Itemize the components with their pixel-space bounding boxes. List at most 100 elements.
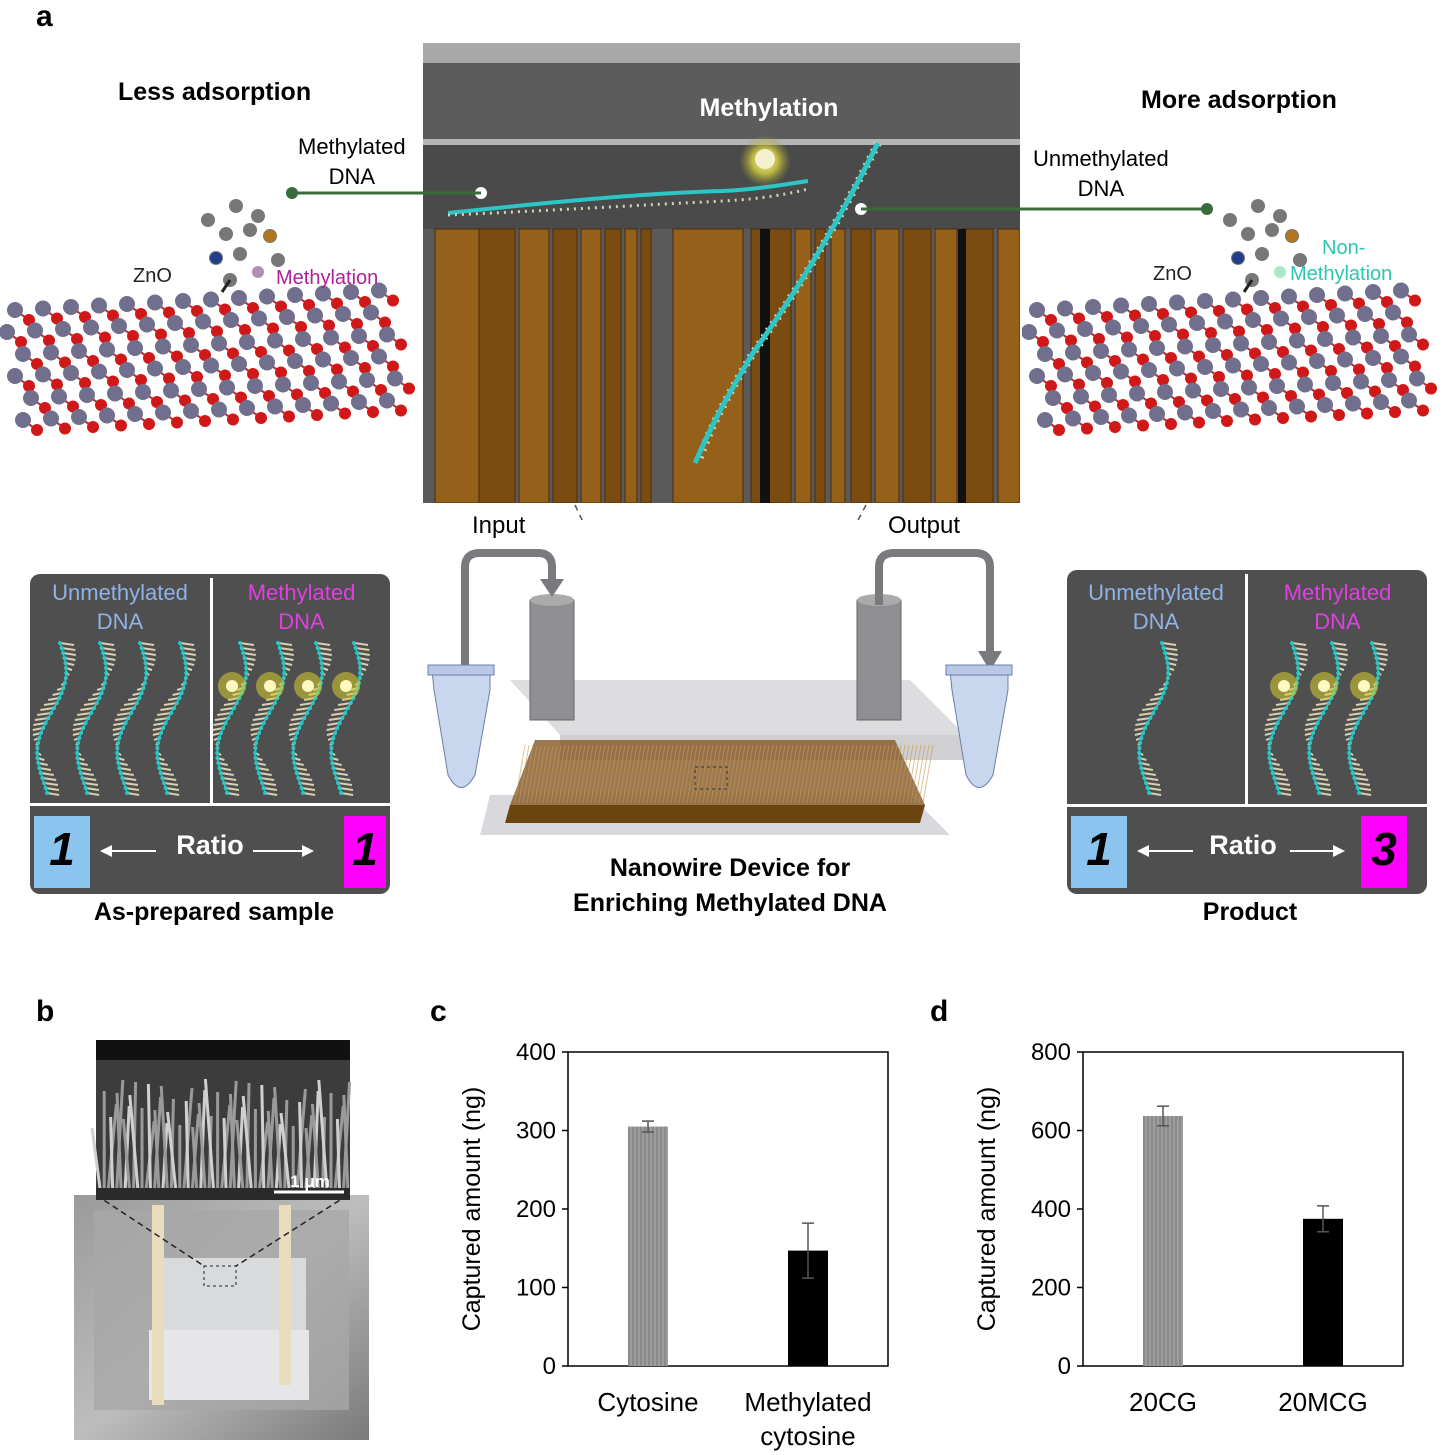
as-prepared-caption: As-prepared sample: [93, 898, 335, 926]
zinc-atom: [1365, 284, 1381, 300]
oxygen-atom: [1369, 385, 1381, 398]
zinc-atom: [315, 351, 331, 368]
zinc-atom: [1269, 378, 1285, 394]
zinc-atom: [267, 398, 283, 415]
zinc-atom: [295, 331, 311, 347]
zinc-atom: [1029, 368, 1045, 384]
zinc-atom: [1197, 359, 1213, 375]
nanowire: [874, 228, 900, 503]
oxygen-atom: [1081, 356, 1093, 369]
left-col1-head: Unmethylated DNA: [30, 578, 210, 636]
zinc-atom: [1129, 385, 1145, 402]
zinc-atom: [63, 299, 79, 315]
oxygen-atom: [171, 350, 183, 363]
oxygen-atom: [1325, 365, 1337, 377]
oxygen-atom: [1353, 363, 1365, 376]
right-col1-line1: Unmethylated: [1088, 580, 1224, 605]
nanowire-closeup: Methylation: [423, 43, 1020, 503]
oxygen-atom: [235, 391, 247, 404]
zinc-atom: [259, 288, 275, 305]
panel-letter-b: b: [36, 995, 55, 1028]
left-col2-head: Methylated DNA: [213, 578, 390, 636]
zinc-atom: [219, 379, 235, 396]
ratio-left-value: 1: [49, 823, 75, 875]
oxygen-atom: [283, 344, 295, 357]
zinc-atom: [351, 328, 367, 344]
non-methylation-line1: Non-: [1322, 237, 1365, 259]
oxygen-atom: [1137, 419, 1149, 432]
zinc-atom: [15, 346, 31, 362]
oxygen-atom: [1313, 388, 1325, 401]
y-tick-label: 0: [543, 1353, 556, 1380]
zinc-atom: [359, 372, 375, 388]
unmethylated-dna-line2: DNA: [1077, 176, 1125, 201]
zinc-atom: [1073, 388, 1089, 405]
left-title: Less adsorption: [118, 78, 312, 106]
zinc-atom: [135, 384, 151, 400]
zinc-atom: [167, 315, 183, 331]
oxygen-atom: [1381, 362, 1393, 374]
oxygen-atom: [351, 318, 363, 330]
zinc-atom: [363, 304, 379, 321]
dna-strand: [1348, 642, 1379, 794]
zinc-atom: [351, 394, 367, 410]
product-box: Unmethylated DNA Methylated DNA 1 3 Rati…: [1067, 570, 1427, 894]
zinc-atom: [1297, 376, 1313, 393]
nanowire: [518, 228, 550, 503]
zinc-atom: [267, 332, 283, 349]
zinc-atom: [343, 350, 359, 366]
zinc-atom: [55, 321, 71, 337]
oxygen-atom: [115, 419, 127, 432]
oxygen-atom: [107, 309, 119, 322]
zinc-atom: [379, 392, 395, 409]
nanowire: [850, 228, 872, 503]
nanowire: [830, 228, 846, 503]
zinc-atom: [1225, 357, 1241, 374]
zinc-atom: [1057, 366, 1073, 383]
oxygen-atom: [199, 349, 211, 361]
oxygen-atom: [171, 416, 183, 429]
panel-letter-c: c: [430, 995, 447, 1028]
oxygen-atom: [135, 374, 147, 386]
center-title: Methylation: [700, 94, 839, 122]
nanowire: [934, 228, 958, 503]
ratio-right-value: 3: [1371, 823, 1397, 875]
zinc-atom: [303, 375, 319, 391]
oxygen-atom: [339, 407, 351, 420]
oxygen-atom: [1317, 321, 1329, 333]
zinc-atom: [1065, 410, 1081, 427]
oxygen-atom: [1137, 353, 1149, 366]
right-col2-line1: Methylated: [1283, 580, 1392, 605]
oxygen-atom: [31, 424, 43, 436]
oxygen-atom: [1417, 338, 1429, 351]
oxygen-atom: [163, 372, 175, 385]
oxygen-atom: [59, 422, 71, 435]
zinc-atom: [43, 410, 59, 427]
zinc-atom: [183, 403, 199, 419]
oxygen-atom: [1129, 309, 1141, 322]
dna-strand: [254, 642, 285, 794]
zinc-atom: [1113, 363, 1129, 380]
zinc-atom: [295, 397, 311, 413]
zinc-atom: [1241, 379, 1257, 396]
zinc-atom: [371, 348, 387, 365]
zinc-atom: [147, 360, 163, 377]
oxygen-atom: [1305, 344, 1317, 357]
zinc-atom: [211, 401, 227, 418]
oxygen-atom: [1361, 407, 1373, 420]
oxygen-atom: [163, 306, 175, 319]
oxygen-atom: [79, 311, 91, 323]
scale-bar-label: 1 μm: [290, 1172, 330, 1191]
right-col1-head: Unmethylated DNA: [1067, 578, 1245, 636]
oxygen-atom: [1177, 328, 1189, 341]
zinc-atom: [99, 341, 115, 358]
nanowire: [434, 228, 480, 503]
oxygen-atom: [143, 352, 155, 364]
zinc-atom: [127, 406, 143, 422]
zinc-atom: [315, 285, 331, 302]
oxygen-atom: [1277, 412, 1289, 424]
oxygen-atom: [1213, 305, 1225, 317]
zinc-atom: [1325, 375, 1341, 391]
zinc-atom: [1169, 360, 1185, 377]
oxygen-atom: [247, 368, 259, 380]
